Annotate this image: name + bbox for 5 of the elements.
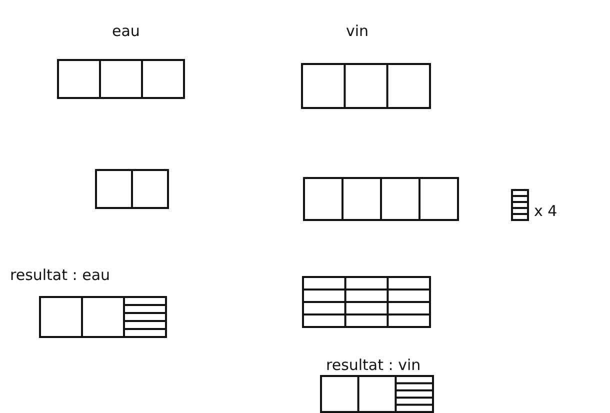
handwritten-label: vin — [346, 22, 369, 40]
handwritten-label: resultat : eau — [10, 266, 110, 284]
handwritten-label: eau — [112, 22, 140, 40]
handwritten-label: resultat : vin — [326, 356, 421, 374]
handwritten-label: x 4 — [534, 202, 558, 220]
